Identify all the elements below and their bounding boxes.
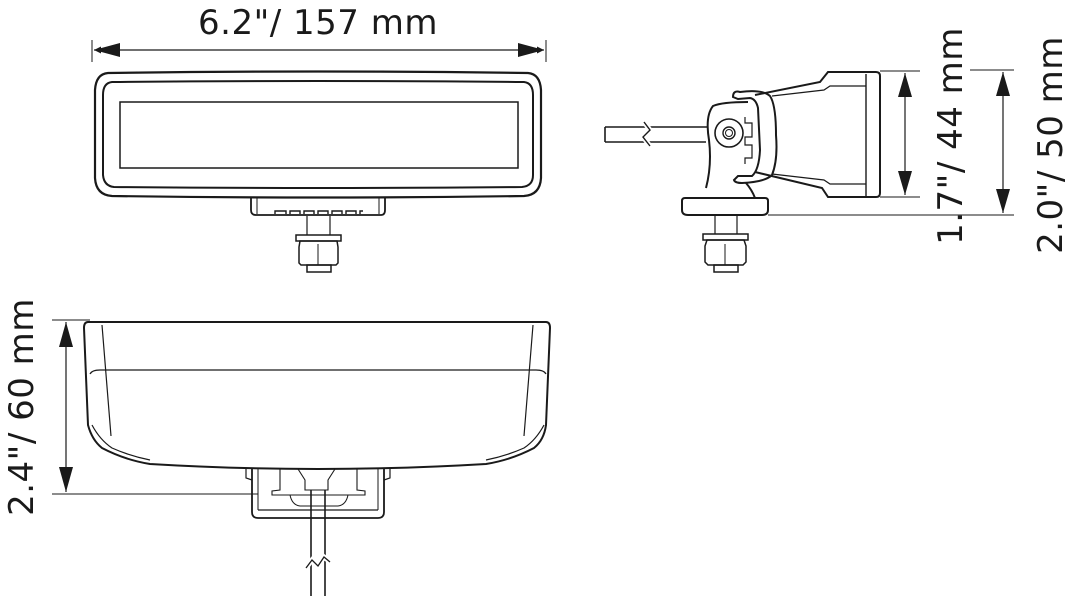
housing-side	[754, 71, 881, 198]
depth-dimension: 2.4"/ 60 mm	[2, 298, 258, 516]
height-total-label: 2.0"/ 50 mm	[1031, 36, 1071, 254]
bracket-clamp	[731, 90, 778, 185]
lens	[119, 101, 519, 169]
pivot-hub	[714, 118, 744, 148]
top-view: 2.4"/ 60 mm	[2, 298, 552, 596]
pivot-bolt-icon	[722, 126, 736, 140]
width-dimension: 6.2"/ 157 mm	[91, 3, 547, 62]
front-view: 6.2"/ 157 mm	[91, 3, 547, 273]
connector-housing	[245, 468, 391, 519]
housing-outer	[93, 70, 543, 199]
side-mounting-bolt	[702, 216, 749, 273]
height-body-dimension: 1.7"/ 44 mm	[880, 27, 971, 245]
bracket-base	[250, 198, 386, 216]
pivot-bracket	[705, 101, 749, 189]
width-label: 6.2"/ 157 mm	[198, 3, 438, 43]
height-total-dimension: 2.0"/ 50 mm	[970, 36, 1071, 254]
base-foot	[681, 197, 769, 216]
housing-top	[82, 321, 552, 470]
housing-bezel	[102, 80, 534, 189]
depth-label: 2.4"/ 60 mm	[2, 298, 42, 516]
height-body-label: 1.7"/ 44 mm	[931, 27, 971, 245]
mounting-bolt	[295, 216, 342, 273]
side-view: 1.7"/ 44 mm 2.0"/ 50 mm	[604, 27, 1071, 273]
cable	[604, 120, 708, 148]
top-cable	[304, 490, 332, 596]
